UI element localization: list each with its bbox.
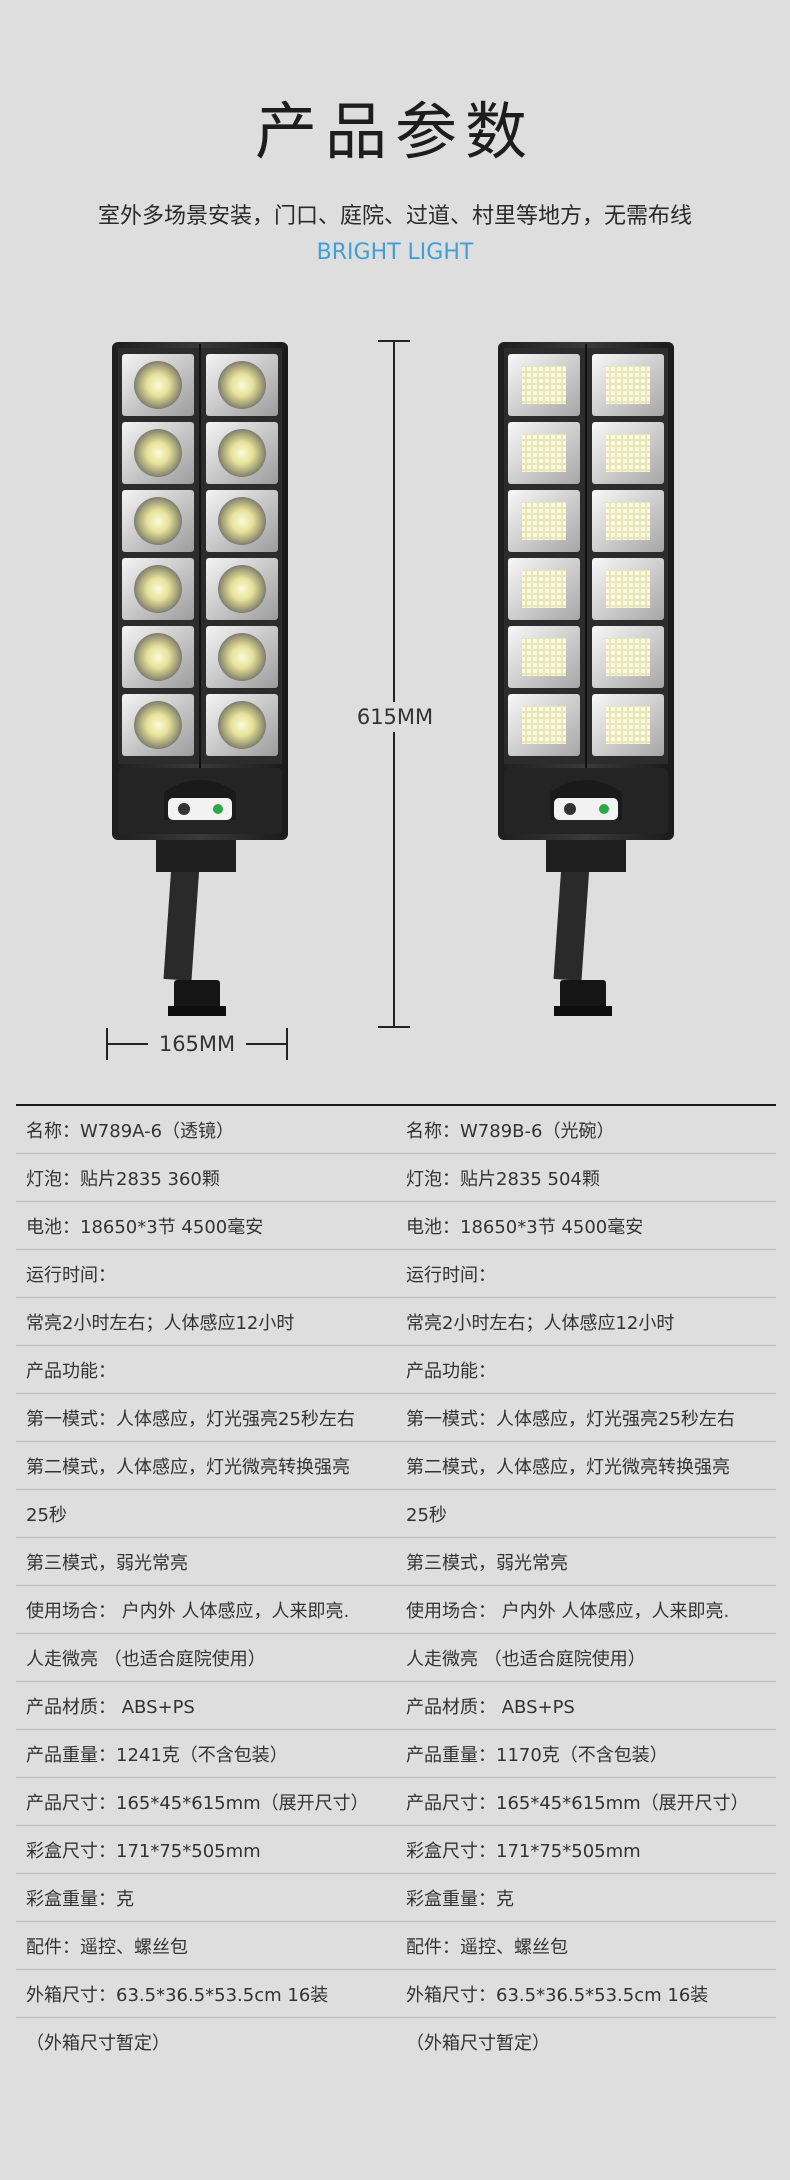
spec-cell-left: 电池：18650*3节 4500毫安: [26, 1216, 264, 1238]
spec-row-box-weight: 彩盒重量：克 彩盒重量：克: [16, 1874, 776, 1922]
spec-cell-right: 外箱尺寸：63.5*36.5*53.5cm 16装: [406, 1984, 709, 2006]
bowl-grid: [508, 354, 664, 756]
page-title: 产品参数: [254, 95, 535, 168]
spec-row-usage-cont: 人走微亮 （也适合庭院使用） 人走微亮 （也适合庭院使用）: [16, 1634, 776, 1682]
spec-cell-left: 配件：遥控、螺丝包: [26, 1936, 188, 1958]
spec-cell-right: 产品功能：: [406, 1360, 496, 1382]
spec-row-accessories: 配件：遥控、螺丝包 配件：遥控、螺丝包: [16, 1922, 776, 1970]
height-dimension-label: 615MM: [350, 702, 440, 732]
spec-row-weight: 产品重量：1241克（不含包装） 产品重量：1170克（不含包装）: [16, 1730, 776, 1778]
spec-table: 名称：W789A-6（透镜） 名称：W789B-6（光碗） 灯泡：贴片2835 …: [16, 1104, 776, 2065]
spec-cell-left: 产品材质： ABS+PS: [26, 1696, 195, 1718]
spec-cell-right: 常亮2小时左右；人体感应12小时: [406, 1312, 675, 1334]
spec-row-runtime: 常亮2小时左右；人体感应12小时 常亮2小时左右；人体感应12小时: [16, 1298, 776, 1346]
spec-cell-right: （外箱尺寸暂定）: [406, 2032, 550, 2054]
spec-cell-left: 灯泡：贴片2835 360颗: [26, 1168, 220, 1190]
spec-row-battery: 电池：18650*3节 4500毫安 电池：18650*3节 4500毫安: [16, 1202, 776, 1250]
spec-cell-right: 25秒: [406, 1504, 447, 1526]
spec-cell-left: 运行时间：: [26, 1264, 116, 1286]
spec-cell-left: 25秒: [26, 1504, 67, 1526]
spec-row-mode-3: 第三模式，弱光常亮 第三模式，弱光常亮: [16, 1538, 776, 1586]
solar-street-light-lens-illustration: [112, 342, 288, 1016]
spec-cell-right: 名称：W789B-6（光碗）: [406, 1120, 615, 1142]
spec-cell-left: 第一模式：人体感应，灯光强亮25秒左右: [26, 1408, 355, 1430]
spec-row-material: 产品材质： ABS+PS 产品材质： ABS+PS: [16, 1682, 776, 1730]
spec-cell-left: 彩盒重量：克: [26, 1888, 134, 1910]
spec-cell-left: 产品尺寸：165*45*615mm（展开尺寸）: [26, 1792, 369, 1814]
spec-row-name: 名称：W789A-6（透镜） 名称：W789B-6（光碗）: [16, 1106, 776, 1154]
spec-cell-right: 产品尺寸：165*45*615mm（展开尺寸）: [406, 1792, 749, 1814]
product-image-bowl: [494, 330, 684, 1030]
spec-row-box-size: 彩盒尺寸：171*75*505mm 彩盒尺寸：171*75*505mm: [16, 1826, 776, 1874]
spec-row-mode-2: 第二模式，人体感应，灯光微亮转换强亮 第二模式，人体感应，灯光微亮转换强亮: [16, 1442, 776, 1490]
spec-cell-right: 产品材质： ABS+PS: [406, 1696, 575, 1718]
spec-cell-right: 运行时间：: [406, 1264, 496, 1286]
spec-cell-left: 产品重量：1241克（不含包装）: [26, 1744, 288, 1766]
spec-row-carton-size: 外箱尺寸：63.5*36.5*53.5cm 16装 外箱尺寸：63.5*36.5…: [16, 1970, 776, 2018]
spec-cell-right: 灯泡：贴片2835 504颗: [406, 1168, 600, 1190]
spec-cell-left: 产品功能：: [26, 1360, 116, 1382]
spec-cell-right: 第一模式：人体感应，灯光强亮25秒左右: [406, 1408, 735, 1430]
width-dimension-label: 165MM: [148, 1029, 246, 1059]
spec-cell-left: （外箱尺寸暂定）: [26, 2032, 170, 2054]
spec-cell-right: 使用场合： 户内外 人体感应，人来即亮.: [406, 1600, 730, 1622]
spec-cell-right: 电池：18650*3节 4500毫安: [406, 1216, 644, 1238]
spec-row-mode-1: 第一模式：人体感应，灯光强亮25秒左右 第一模式：人体感应，灯光强亮25秒左右: [16, 1394, 776, 1442]
spec-cell-left: 彩盒尺寸：171*75*505mm: [26, 1840, 261, 1862]
spec-cell-right: 彩盒尺寸：171*75*505mm: [406, 1840, 641, 1862]
spec-cell-right: 彩盒重量：克: [406, 1888, 514, 1910]
page-subtitle-english: BRIGHT LIGHT: [316, 240, 474, 265]
spec-cell-right: 人走微亮 （也适合庭院使用）: [406, 1648, 646, 1670]
height-dimension-stem: [393, 340, 395, 1028]
spec-row-size: 产品尺寸：165*45*615mm（展开尺寸） 产品尺寸：165*45*615m…: [16, 1778, 776, 1826]
lens-grid: [122, 354, 278, 756]
page-subtitle: 室外多场景安装，门口、庭院、过道、村里等地方，无需布线: [97, 204, 692, 229]
height-dimension-line: [374, 340, 414, 1028]
spec-cell-left: 名称：W789A-6（透镜）: [26, 1120, 235, 1142]
solar-street-light-bowl-illustration: [498, 342, 674, 1016]
spec-cell-left: 外箱尺寸：63.5*36.5*53.5cm 16装: [26, 1984, 329, 2006]
spec-row-carton-note: （外箱尺寸暂定） （外箱尺寸暂定）: [16, 2018, 776, 2065]
spec-cell-left: 常亮2小时左右；人体感应12小时: [26, 1312, 295, 1334]
height-dimension-cap-bottom: [378, 1026, 410, 1028]
spec-cell-right: 第二模式，人体感应，灯光微亮转换强亮: [406, 1456, 730, 1478]
spec-cell-left: 人走微亮 （也适合庭院使用）: [26, 1648, 266, 1670]
spec-row-function-heading: 产品功能： 产品功能：: [16, 1346, 776, 1394]
spec-row-runtime-heading: 运行时间： 运行时间：: [16, 1250, 776, 1298]
width-dimension-cap-right: [286, 1028, 288, 1060]
spec-cell-left: 使用场合： 户内外 人体感应，人来即亮.: [26, 1600, 350, 1622]
spec-row-mode-2-cont: 25秒 25秒: [16, 1490, 776, 1538]
spec-row-bulb: 灯泡：贴片2835 360颗 灯泡：贴片2835 504颗: [16, 1154, 776, 1202]
spec-cell-right: 配件：遥控、螺丝包: [406, 1936, 568, 1958]
spec-cell-left: 第二模式，人体感应，灯光微亮转换强亮: [26, 1456, 350, 1478]
spec-cell-left: 第三模式，弱光常亮: [26, 1552, 188, 1574]
product-image-lens: [108, 330, 298, 1030]
spec-row-usage: 使用场合： 户内外 人体感应，人来即亮. 使用场合： 户内外 人体感应，人来即亮…: [16, 1586, 776, 1634]
spec-cell-right: 第三模式，弱光常亮: [406, 1552, 568, 1574]
spec-cell-right: 产品重量：1170克（不含包装）: [406, 1744, 668, 1766]
